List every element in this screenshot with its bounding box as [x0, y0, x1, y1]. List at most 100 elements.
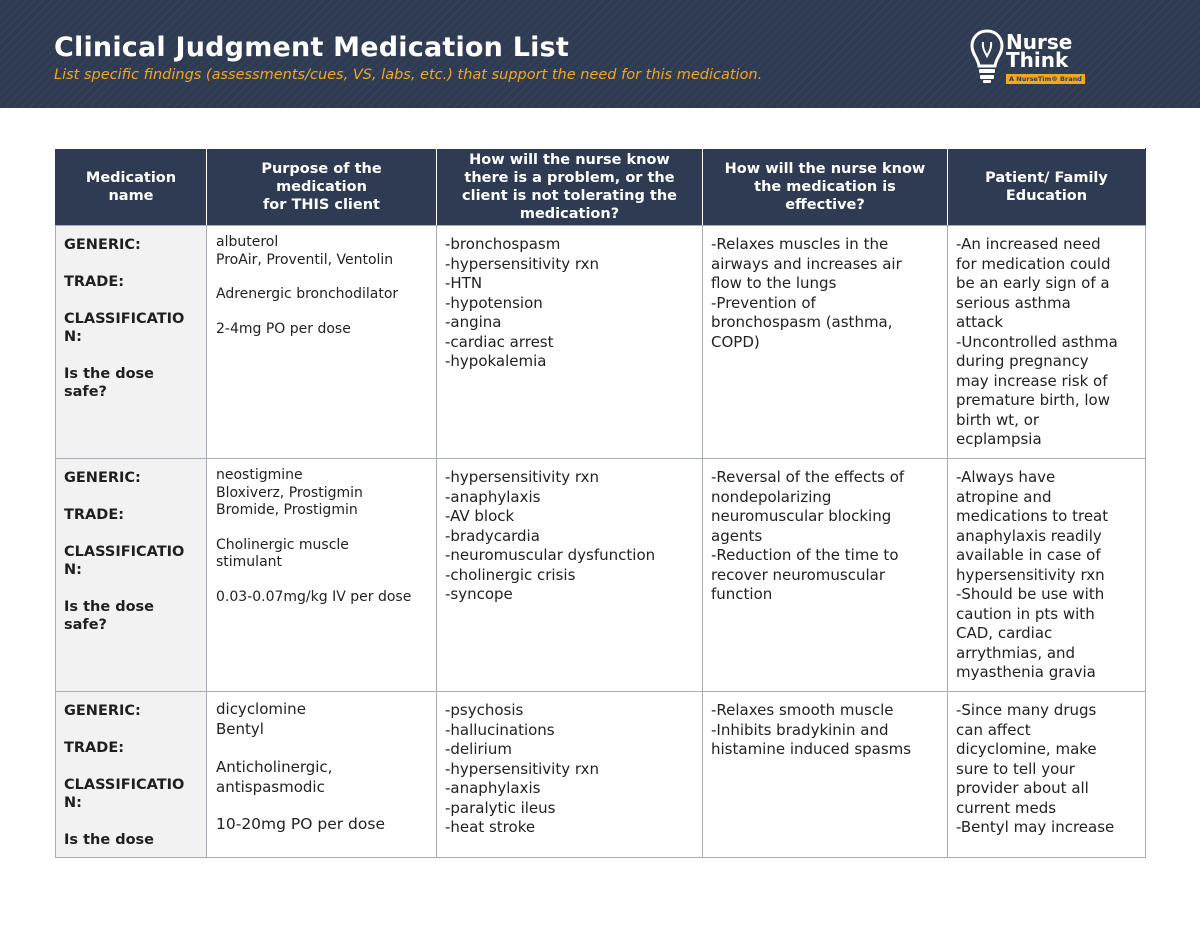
header-education: Patient/ Family Education	[947, 148, 1146, 226]
list-item: -Prevention of	[711, 293, 816, 312]
header-problem: How will the nurse know there is a probl…	[436, 148, 703, 226]
problem-cell: -hypersensitivity rxn -anaphylaxis -AV b…	[436, 458, 703, 692]
list-item: atropine and	[956, 487, 1052, 506]
list-item: COPD)	[711, 332, 760, 351]
list-item: -paralytic ileus	[445, 798, 556, 817]
list-item: during pregnancy	[956, 352, 1089, 370]
list-item: CAD, cardiac	[956, 624, 1053, 642]
label-generic: GENERIC:	[64, 237, 141, 253]
table-header-row: Medication name Purpose of the medicatio…	[55, 148, 1146, 226]
generic-name: dicyclomine	[216, 700, 306, 718]
list-item: anaphylaxis readily	[956, 526, 1102, 545]
list-item: -cardiac arrest	[445, 332, 554, 351]
education-cell: -Since many drugs can affect dicyclomine…	[947, 691, 1146, 858]
list-item: histamine induced spasms	[711, 740, 912, 758]
list-item: -Uncontrolled asthma	[956, 332, 1118, 351]
list-item: -hypotension	[445, 293, 543, 312]
page-title: Clinical Judgment Medication List	[54, 32, 569, 63]
header-purpose: Purpose of the medication for THIS clien…	[206, 148, 437, 226]
trade-name-cont: Bromide, Prostigmin	[216, 502, 358, 518]
list-item: -An increased need	[956, 235, 1101, 253]
list-item: ecplampsia	[956, 430, 1042, 448]
nursethink-logo: Nurse Think A NurseTim® Brand	[966, 28, 1086, 90]
list-item: -anaphylaxis	[445, 487, 541, 506]
medication-table: Medication name Purpose of the medicatio…	[55, 148, 1146, 858]
list-item: arrythmias, and	[956, 643, 1076, 662]
label-trade: TRADE:	[64, 740, 125, 756]
header-medication-name: Medication name	[55, 148, 207, 226]
list-item: provider about all	[956, 779, 1089, 797]
header-banner: Clinical Judgment Medication List List s…	[0, 0, 1200, 108]
list-item: for medication could	[956, 254, 1111, 273]
trade-name: Bloxiverz, Prostigmin	[216, 484, 363, 501]
list-item: caution in pts with	[956, 604, 1095, 623]
education-cell: -An increased need for medication could …	[947, 225, 1146, 459]
list-item: -Should be use with	[956, 585, 1105, 603]
logo-word-think: Think	[1006, 48, 1069, 72]
list-item: sure to tell your	[956, 759, 1075, 778]
classification-cont: antispasmodic	[216, 777, 325, 796]
effective-cell: -Relaxes muscles in the airways and incr…	[702, 225, 948, 459]
logo-word-nurse: Nurse	[1006, 30, 1073, 54]
list-item: may increase risk of	[956, 371, 1108, 390]
dose: 10-20mg PO per dose	[216, 815, 385, 833]
list-item: available in case of	[956, 546, 1101, 564]
label-trade: TRADE:	[64, 507, 125, 523]
list-item: -Since many drugs	[956, 701, 1097, 719]
problem-cell: -psychosis -hallucinations -delirium -hy…	[436, 691, 703, 858]
list-item: recover neuromuscular	[711, 565, 886, 584]
list-item: -heat stroke	[445, 818, 536, 836]
header-effective: How will the nurse know the medication i…	[702, 148, 948, 226]
effective-cell: -Reversal of the effects of nondepolariz…	[702, 458, 948, 692]
list-item: neuromuscular blocking	[711, 507, 892, 525]
list-item: -delirium	[445, 740, 512, 758]
purpose-cell: albuterol ProAir, Proventil, Ventolin Ad…	[206, 225, 437, 459]
list-item: birth wt, or	[956, 410, 1040, 429]
list-item: -hallucinations	[445, 720, 555, 739]
list-item: -bronchospasm	[445, 235, 561, 253]
list-item: -anaphylaxis	[445, 779, 541, 797]
dose: 2-4mg PO per dose	[216, 320, 351, 337]
list-item: -hypersensitivity rxn	[445, 254, 600, 273]
list-item: -HTN	[445, 274, 483, 292]
list-item: airways and increases air	[711, 254, 902, 273]
list-item: dicyclomine, make	[956, 740, 1097, 758]
list-item: -hypersensitivity rxn	[445, 759, 600, 778]
effective-cell: -Relaxes smooth muscle -Inhibits bradyki…	[702, 691, 948, 858]
list-item: -Always have	[956, 468, 1056, 486]
lightbulb-icon	[970, 29, 1004, 83]
classification-cont: stimulant	[216, 554, 283, 570]
generic-name: albuterol	[216, 234, 279, 250]
list-item: -neuromuscular dysfunction	[445, 546, 656, 564]
list-item: -Relaxes muscles in the	[711, 235, 889, 253]
list-item: serious asthma	[956, 293, 1071, 312]
list-item: flow to the lungs	[711, 274, 837, 292]
logo-tagline: A NurseTim® Brand	[1006, 74, 1085, 84]
list-item: myasthenia gravia	[956, 663, 1096, 681]
generic-name: neostigmine	[216, 467, 303, 483]
list-item: nondepolarizing	[711, 487, 832, 506]
purpose-cell: dicyclomine Bentyl Anticholinergic, anti…	[206, 691, 437, 858]
list-item: function	[711, 585, 773, 603]
list-item: -AV block	[445, 507, 515, 525]
list-item: be an early sign of a	[956, 274, 1110, 292]
list-item: -Relaxes smooth muscle	[711, 701, 894, 719]
label-trade: TRADE:	[64, 274, 125, 290]
list-item: -syncope	[445, 585, 513, 603]
list-item: attack	[956, 313, 1004, 331]
classification: Adrenergic bronchodilator	[216, 286, 399, 302]
list-item: -hypokalemia	[445, 352, 547, 370]
dose: 0.03-0.07mg/kg IV per dose	[216, 588, 412, 605]
page-subtitle: List specific findings (assessments/cues…	[54, 67, 763, 83]
list-item: bronchospasm (asthma,	[711, 313, 893, 331]
list-item: -bradycardia	[445, 526, 540, 545]
